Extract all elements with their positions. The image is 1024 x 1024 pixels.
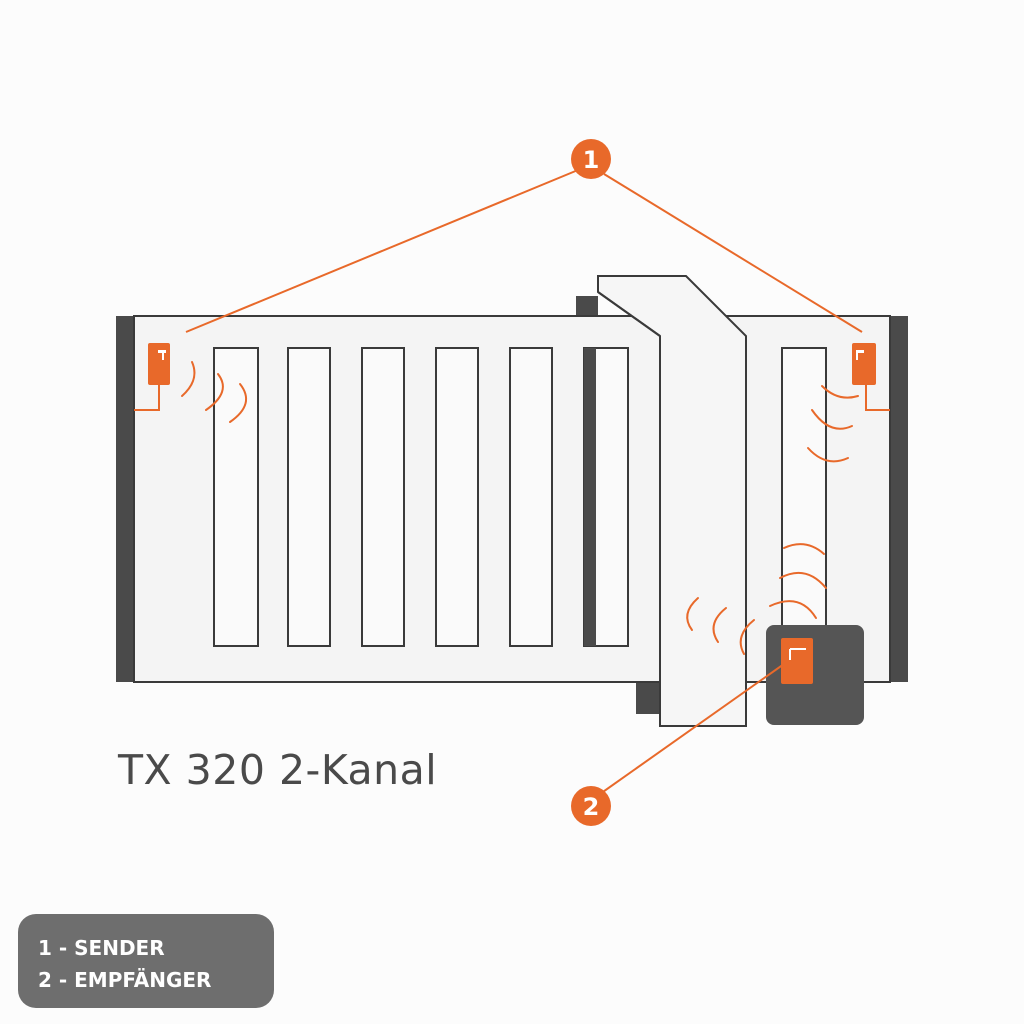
transmitter-icon (852, 343, 876, 385)
signal-wave (205, 373, 224, 411)
receiver-box-icon (766, 625, 864, 725)
callout-circle (571, 786, 611, 826)
receiver-module (781, 638, 813, 684)
sender-cable (865, 385, 890, 411)
folded-gate-edge (597, 291, 661, 337)
transmitter-icon (148, 343, 170, 385)
signal-wave (769, 600, 817, 619)
signal-wave (229, 383, 248, 423)
gate-slat (435, 347, 479, 647)
signal-wave (821, 385, 859, 399)
gate-slat (781, 347, 827, 647)
sender-left (134, 343, 170, 411)
legend-item-sender: 1 - SENDER (38, 936, 165, 960)
signal-waves-icon (181, 361, 859, 655)
gate-slat (287, 347, 331, 647)
product-title: TX 320 2-Kanal (118, 746, 438, 794)
signal-wave (712, 607, 727, 643)
gate-slats (213, 347, 827, 647)
callout-badge-2: 2 (571, 786, 611, 826)
signal-wave (739, 619, 755, 655)
sender-cable (134, 385, 160, 411)
signal-wave (783, 543, 825, 555)
right-gate-post (890, 316, 908, 682)
receiver (766, 625, 864, 725)
left-gate-post (116, 316, 134, 682)
callout-leaders (185, 169, 863, 795)
legend-box: 1 - SENDER 2 - EMPFÄNGER (18, 914, 274, 1008)
callout-number: 2 (583, 793, 600, 821)
callout-1-leader-left (185, 169, 579, 333)
gate-slat-shadow (584, 348, 596, 646)
callout-circle (571, 139, 611, 179)
callout-1-leader-right (603, 173, 863, 333)
signal-wave (811, 409, 853, 430)
sender-right (852, 343, 890, 411)
gate-slat (213, 347, 259, 647)
signal-wave (686, 597, 699, 631)
callout-badge-1: 1 (571, 139, 611, 179)
legend-item-receiver: 2 - EMPFÄNGER (38, 968, 212, 992)
callout-2-leader (599, 663, 785, 795)
callout-number: 1 (583, 146, 600, 174)
top-post-cap (576, 296, 598, 316)
transmitter-antenna (856, 350, 864, 353)
signal-wave (779, 571, 827, 589)
signal-wave (181, 361, 196, 397)
gate-slat (361, 347, 405, 647)
signal-wave (807, 447, 849, 463)
gate-slat (509, 347, 553, 647)
